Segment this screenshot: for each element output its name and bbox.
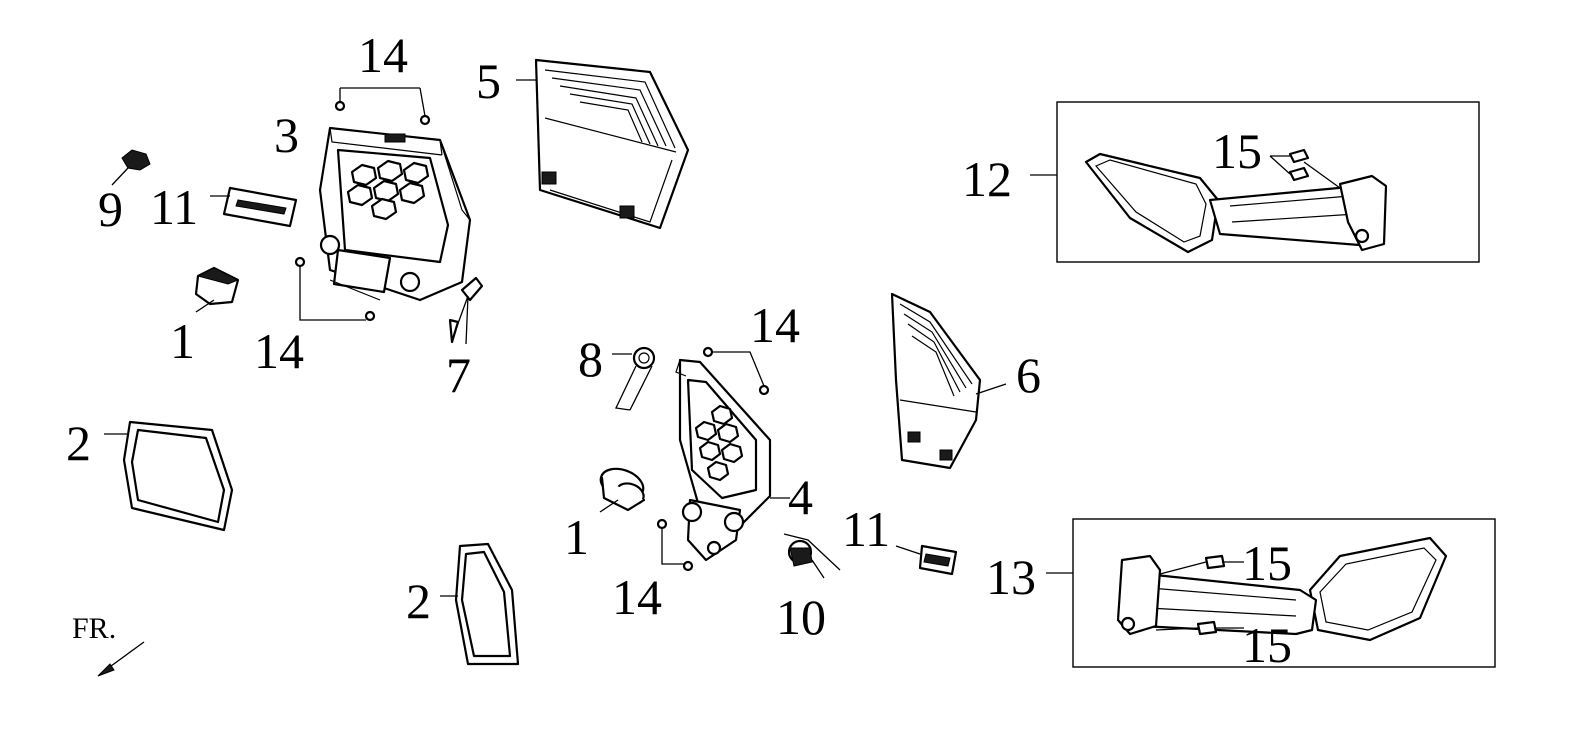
callout-3: 3 bbox=[274, 107, 299, 163]
callout-9: 9 bbox=[98, 181, 123, 237]
callout-15-bottom: 15 bbox=[1242, 617, 1292, 673]
callout-13: 13 bbox=[986, 549, 1036, 605]
cover-part-6 bbox=[890, 292, 1007, 470]
callout-14-mid: 14 bbox=[750, 297, 800, 353]
rubber-part-1-middle bbox=[599, 467, 646, 513]
front-direction-label: FR. bbox=[72, 612, 116, 645]
callout-14-top: 14 bbox=[358, 27, 408, 83]
callout-10: 10 bbox=[776, 589, 826, 645]
callout-11-left: 11 bbox=[150, 179, 198, 235]
callout-8: 8 bbox=[578, 331, 603, 387]
gasket-part-2-left bbox=[104, 420, 234, 532]
callout-4: 4 bbox=[788, 469, 813, 525]
spring-part-10 bbox=[783, 533, 841, 579]
mirror-assembly-12 bbox=[1030, 101, 1480, 263]
badge-part-11-right bbox=[895, 544, 958, 576]
badge-part-11-left bbox=[210, 186, 298, 228]
cover-part-5 bbox=[516, 58, 690, 230]
callout-1-mid: 1 bbox=[564, 509, 589, 565]
callout-15-mid: 15 bbox=[1242, 535, 1292, 591]
right-hex-lenses bbox=[694, 404, 744, 482]
mirror-assembly-13 bbox=[1046, 518, 1496, 668]
clip-part-9 bbox=[111, 149, 151, 186]
callout-7: 7 bbox=[446, 347, 471, 403]
callout-6: 6 bbox=[1016, 347, 1041, 403]
left-bottom-screws bbox=[294, 256, 376, 322]
spring-part-7 bbox=[448, 276, 484, 345]
callout-2-left: 2 bbox=[66, 415, 91, 471]
front-direction-arrow bbox=[97, 641, 145, 677]
rubber-part-1-left bbox=[194, 266, 240, 313]
callout-2-bottom: 2 bbox=[406, 573, 431, 629]
callout-5: 5 bbox=[476, 53, 501, 109]
right-light-housing bbox=[675, 358, 790, 562]
callout-14-left-bottom: 14 bbox=[254, 323, 304, 379]
left-top-screws bbox=[334, 87, 431, 126]
callout-11-right: 11 bbox=[842, 501, 890, 557]
middle-top-screws bbox=[702, 346, 770, 396]
middle-bottom-screws bbox=[656, 518, 694, 572]
left-light-housing bbox=[318, 126, 472, 302]
callout-15-top: 15 bbox=[1212, 123, 1262, 179]
spring-part-8 bbox=[612, 346, 656, 411]
callout-1-left: 1 bbox=[170, 313, 195, 369]
gasket-part-2-bottom bbox=[440, 542, 520, 666]
callout-12: 12 bbox=[962, 151, 1012, 207]
callout-labels: 14 3 5 9 11 1 14 7 2 2 12 15 8 14 6 4 1 … bbox=[66, 27, 1292, 673]
callout-14-mid-bottom: 14 bbox=[612, 569, 662, 625]
left-hex-lenses bbox=[346, 159, 430, 221]
